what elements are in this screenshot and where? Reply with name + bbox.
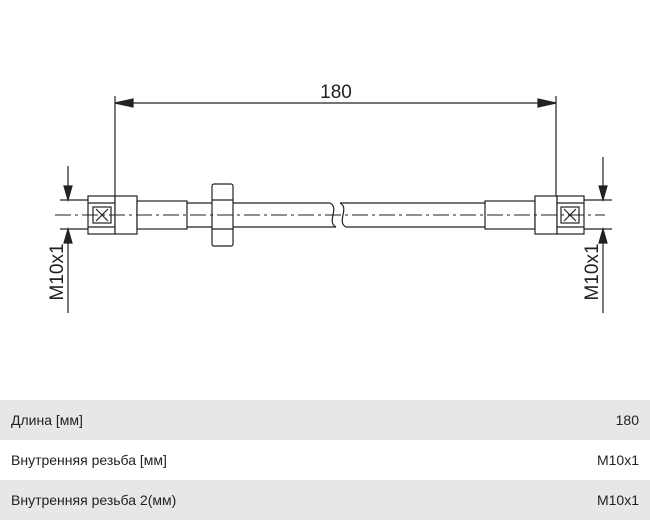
hose-break-right	[339, 202, 347, 228]
right-thread-label: M10x1	[582, 243, 603, 300]
spec-value: M10x1	[596, 492, 639, 508]
spec-row-internal-thread-2: Внутренняя резьба 2(мм) M10x1	[0, 480, 650, 520]
right-thread-arrow-top	[598, 185, 608, 203]
length-dimension-label: 180	[320, 82, 352, 103]
spec-label: Внутренняя резьба 2(мм)	[11, 492, 177, 508]
length-arrow-left	[114, 98, 134, 108]
spec-label: Длина [мм]	[11, 412, 83, 428]
left-thread-arrow-top	[63, 185, 73, 203]
length-arrow-right	[537, 98, 557, 108]
left-thread-arrow-bottom	[63, 226, 73, 244]
right-thread-arrow-bottom	[598, 226, 608, 244]
left-thread-label: M10x1	[47, 243, 68, 300]
spec-value: 180	[615, 412, 639, 428]
spec-row-internal-thread: Внутренняя резьба [мм] M10x1	[0, 440, 650, 480]
spec-row-length: Длина [мм] 180	[0, 400, 650, 440]
spec-value: M10x1	[596, 452, 639, 468]
spec-label: Внутренняя резьба [мм]	[11, 452, 167, 468]
spec-table: Длина [мм] 180 Внутренняя резьба [мм] M1…	[0, 400, 650, 520]
brake-hose-drawing: 180 M10x1 M10x1	[47, 82, 612, 313]
